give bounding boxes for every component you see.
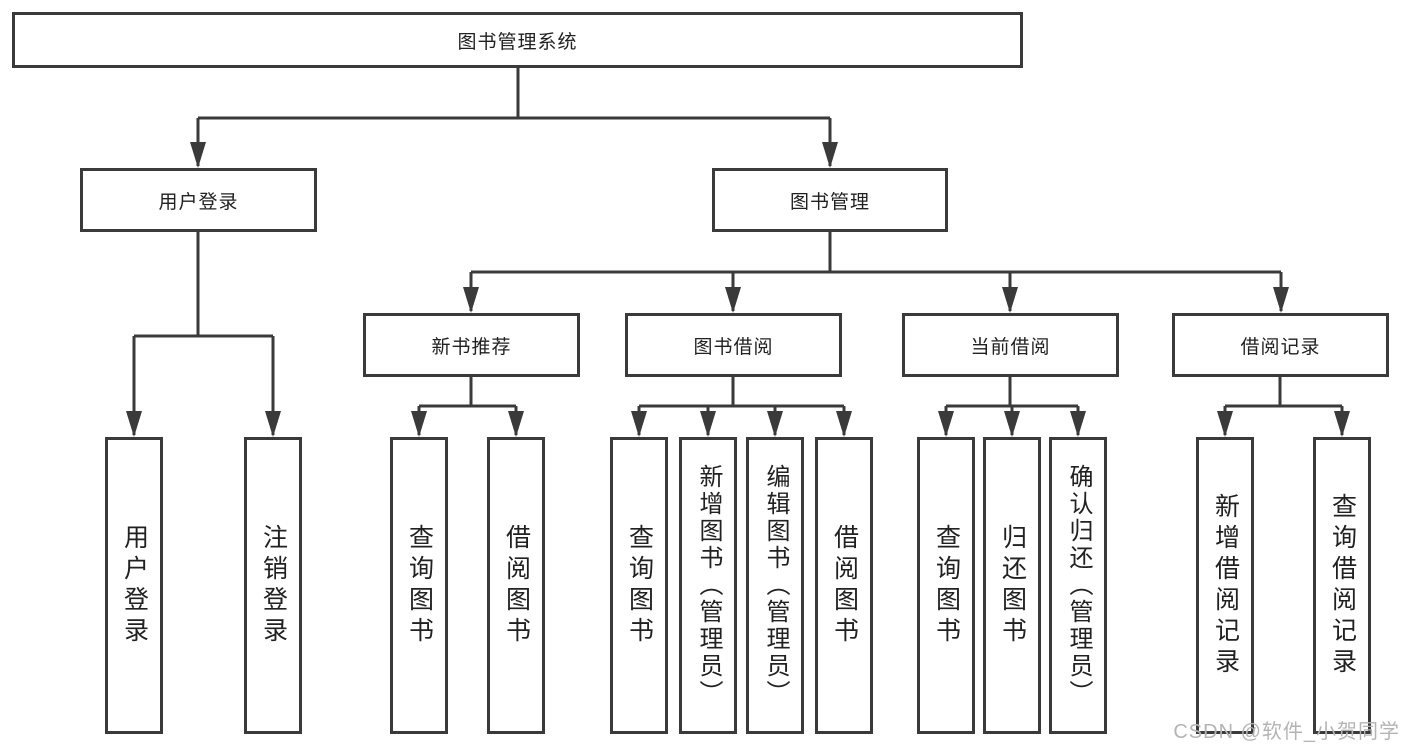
node-label: 当前借阅 [970,336,1051,358]
node-label: 借阅记录 [1240,336,1321,358]
leaf-label: 确认归还（管理员） [1065,464,1092,707]
node-label: 图书管理 [789,191,870,213]
leaf-label: 查询借阅记录 [1328,492,1357,679]
leaf-return-books: 归还图书 [983,437,1041,734]
node-label: 图书管理系统 [457,31,578,53]
leaf-borrow-books: 借阅图书 [815,437,873,734]
leaf-confirm-return-admin: 确认归还（管理员） [1049,437,1107,734]
leaf-add-books-admin: 新增图书（管理员） [679,437,737,734]
leaf-label: 用户登录 [120,523,149,648]
leaf-query-books-borrow: 查询图书 [610,437,668,734]
leaf-user-login: 用户登录 [105,437,163,734]
leaf-query-books-recommend: 查询图书 [390,437,448,734]
node-user-login: 用户登录 [80,168,317,232]
node-label: 用户登录 [158,191,239,213]
leaf-label: 借阅图书 [502,523,531,648]
leaf-add-borrow-record: 新增借阅记录 [1196,437,1254,734]
node-current-borrowing: 当前借阅 [902,313,1119,377]
node-new-book-recommendation: 新书推荐 [363,313,580,377]
leaf-borrow-books-recommend: 借阅图书 [487,437,545,734]
leaf-label: 新增借阅记录 [1211,492,1240,679]
leaf-query-books-current: 查询图书 [917,437,975,734]
leaf-label: 编辑图书（管理员） [762,464,789,707]
node-book-management: 图书管理 [712,168,948,232]
node-library-management-system: 图书管理系统 [12,12,1023,68]
node-label: 图书借阅 [693,336,774,358]
csdn-watermark: CSDN @软件_小贺同学 [1173,721,1400,743]
node-label: 新书推荐 [431,336,512,358]
leaf-label: 归还图书 [998,523,1027,648]
leaf-logout: 注销登录 [244,437,302,734]
leaf-label: 新增图书（管理员） [695,464,722,707]
leaf-label: 查询图书 [932,523,961,648]
leaf-edit-books-admin: 编辑图书（管理员） [746,437,804,734]
node-borrowing-records: 借阅记录 [1172,313,1389,377]
leaf-query-borrow-record: 查询借阅记录 [1313,437,1371,734]
leaf-label: 注销登录 [259,523,288,648]
leaf-label: 借阅图书 [830,523,859,648]
node-book-borrowing: 图书借阅 [625,313,842,377]
leaf-label: 查询图书 [625,523,654,648]
leaf-label: 查询图书 [405,523,434,648]
